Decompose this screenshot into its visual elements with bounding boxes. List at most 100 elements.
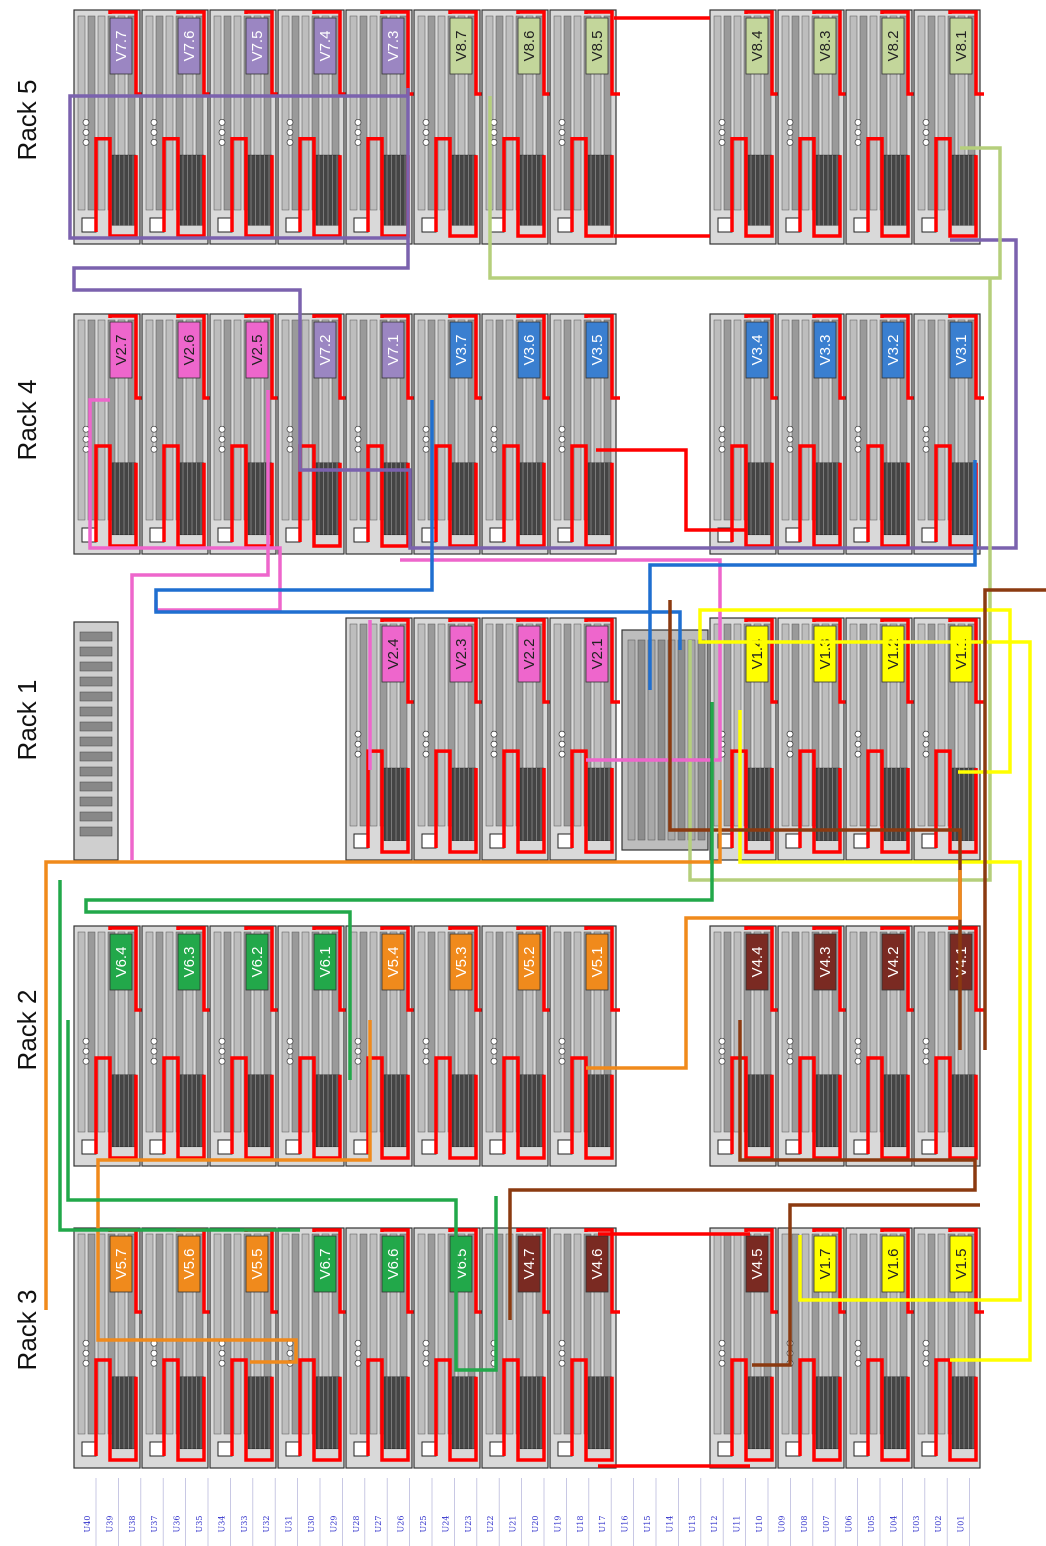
- unit-tick: U23: [464, 1478, 477, 1546]
- unit-label: U25: [419, 1516, 428, 1533]
- unit-label: U09: [777, 1516, 786, 1533]
- server-unit: V3.2: [846, 314, 916, 554]
- server-unit: V7.3: [346, 10, 416, 244]
- server-unit: V5.7: [74, 1228, 144, 1468]
- server-unit: V4.2: [846, 926, 916, 1166]
- vm-label: V3.1: [953, 335, 970, 366]
- server-unit: V1.6: [846, 1228, 916, 1468]
- rack-label: Rack 2: [12, 990, 42, 1071]
- vm-label: V1.7: [817, 1249, 834, 1280]
- server-unit: V6.2: [210, 926, 280, 1166]
- server-unit: V4.3: [778, 926, 848, 1166]
- unit-tick: U07: [822, 1478, 835, 1546]
- server-unit: V7.5: [210, 10, 280, 244]
- vm-label: V2.2: [521, 639, 538, 670]
- unit-tick: U19: [553, 1478, 566, 1546]
- vm-label: V4.2: [885, 947, 902, 978]
- unit-label: U17: [598, 1516, 607, 1533]
- server-unit: V1.1: [914, 618, 984, 860]
- unit-label: U39: [105, 1516, 114, 1533]
- server-unit: V6.1: [278, 926, 348, 1166]
- vm-label: V3.5: [589, 335, 606, 366]
- unit-label: U36: [173, 1516, 182, 1533]
- unit-label: U06: [845, 1516, 854, 1533]
- vm-label: V8.2: [885, 31, 902, 62]
- labels-layer: Rack 5Rack 4Rack 1Rack 2Rack 3: [12, 80, 42, 1371]
- unit-label: U20: [531, 1516, 540, 1533]
- unit-label: U10: [755, 1516, 764, 1533]
- unit-label: U11: [733, 1516, 742, 1533]
- vm-label: V1.5: [953, 1249, 970, 1280]
- server-unit: V7.4: [278, 10, 348, 244]
- server-unit: V6.5: [414, 1228, 484, 1468]
- server-unit: V3.3: [778, 314, 848, 554]
- network-switch: [622, 630, 708, 850]
- server-unit: V1.2: [846, 618, 916, 860]
- vm-label: V4.5: [749, 1249, 766, 1280]
- unit-label: U08: [800, 1516, 809, 1533]
- unit-tick: U36: [173, 1478, 186, 1546]
- unit-tick: U02: [934, 1478, 947, 1546]
- rack-5: V5.7V5.6V5.5V6.7V6.6V6.5V4.7V4.6V4.5V1.7…: [74, 1228, 984, 1468]
- unit-tick: U26: [397, 1478, 410, 1546]
- vm-label: V5.4: [385, 947, 402, 978]
- unit-tick: U09: [777, 1478, 790, 1546]
- vm-label: V8.6: [521, 31, 538, 62]
- unit-tick: U28: [352, 1478, 365, 1546]
- unit-label: U33: [240, 1516, 249, 1533]
- server-unit: V6.3: [142, 926, 212, 1166]
- unit-label: U30: [307, 1516, 316, 1533]
- server-unit: V4.1: [914, 926, 984, 1166]
- server-unit: V6.4: [74, 926, 144, 1166]
- vm-label: V8.3: [817, 31, 834, 62]
- vm-label: V3.3: [817, 335, 834, 366]
- server-unit: V5.4: [346, 926, 416, 1166]
- vm-label: V5.2: [521, 947, 538, 978]
- vm-label: V2.3: [453, 639, 470, 670]
- vm-label: V5.6: [181, 1249, 198, 1280]
- unit-label: U07: [822, 1516, 831, 1533]
- unit-tick: U12: [710, 1478, 723, 1546]
- unit-label: U01: [957, 1516, 966, 1533]
- vm-label: V7.5: [249, 31, 266, 62]
- server-unit: V7.1: [346, 314, 416, 554]
- server-unit: V8.2: [846, 10, 916, 244]
- vm-label: V5.1: [589, 947, 606, 978]
- unit-label: U38: [128, 1516, 137, 1533]
- rack-label: Rack 4: [12, 380, 42, 461]
- vm-label: V4.4: [749, 947, 766, 978]
- vm-label: V8.4: [749, 31, 766, 62]
- rack-label: Rack 3: [12, 1290, 42, 1371]
- unit-tick: U37: [150, 1478, 163, 1546]
- server-unit: V5.2: [482, 926, 552, 1166]
- server-unit: V8.6: [482, 10, 552, 244]
- vm-label: V3.2: [885, 335, 902, 366]
- unit-tick: U27: [374, 1478, 387, 1546]
- vm-label: V8.1: [953, 31, 970, 62]
- unit-tick: U04: [889, 1478, 902, 1546]
- vm-label: V1.6: [885, 1249, 902, 1280]
- unit-tick: U39: [105, 1478, 118, 1546]
- unit-label: U40: [83, 1516, 92, 1533]
- server-unit: V2.6: [142, 314, 212, 554]
- vm-label: V6.6: [385, 1249, 402, 1280]
- unit-tick: U30: [307, 1478, 320, 1546]
- server-unit: V3.4: [710, 314, 780, 554]
- unit-tick: U15: [643, 1478, 656, 1546]
- server-unit: V5.6: [142, 1228, 212, 1468]
- server-unit: V8.3: [778, 10, 848, 244]
- vm-label: V3.6: [521, 335, 538, 366]
- unit-tick: U24: [441, 1478, 454, 1546]
- unit-label: U29: [329, 1516, 338, 1533]
- vm-label: V2.4: [385, 639, 402, 670]
- server-unit: V5.1: [550, 926, 620, 1166]
- vm-label: V7.4: [317, 31, 334, 62]
- vm-label: V3.4: [749, 335, 766, 366]
- server-unit: V4.6: [550, 1228, 620, 1468]
- server-unit: V4.5: [710, 1228, 780, 1468]
- vm-label: V6.2: [249, 947, 266, 978]
